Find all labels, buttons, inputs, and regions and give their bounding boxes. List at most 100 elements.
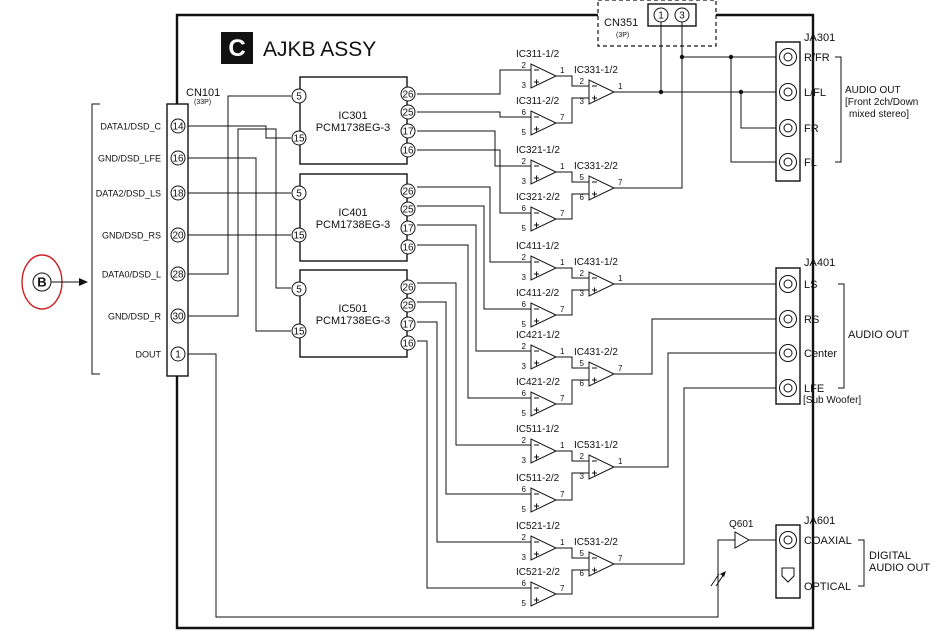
opamp-pin: 1 [618, 82, 623, 91]
dac-output-pin: 25 [402, 205, 414, 216]
opamp-pin: 3 [580, 289, 585, 298]
cn101-pin-label: DATA2/DSD_LS [96, 189, 161, 199]
opamp-pin: 6 [522, 485, 527, 494]
ja301-jack: FR [779, 119, 819, 137]
ja301-jack-label: R/FR [804, 52, 830, 64]
ja301-name: JA301 [804, 32, 835, 44]
cn101-pin-number: 14 [172, 122, 184, 133]
dac-output-pin: 25 [402, 108, 414, 119]
cn101-pin-label: GND/DSD_RS [102, 231, 161, 241]
dac-part: PCM1738EG-3 [316, 315, 391, 327]
opamp-pin: 7 [560, 584, 565, 593]
ja401-jack: RS [779, 310, 819, 328]
ja401-jack: Center [779, 344, 837, 362]
dac-output-pin: 16 [402, 243, 414, 254]
ja601-jack-coaxial: COAXIAL [804, 535, 852, 547]
q601-buffer: Q601 [729, 519, 754, 549]
opamp-pin: 5 [580, 359, 585, 368]
optical-signal-icon [710, 571, 726, 587]
opamp-label: IC421-2/2 [516, 377, 560, 388]
opamp-pin: 1 [560, 347, 565, 356]
ja301-jack: FL [779, 153, 817, 171]
assy-badge [221, 32, 253, 64]
opamp-pin: 5 [580, 549, 585, 558]
input-wiring [186, 95, 735, 618]
ja401-jack-label: RS [804, 314, 819, 326]
ja301-caption-2: [Front 2ch/Down [845, 97, 918, 108]
opamp-pin: 3 [580, 97, 585, 106]
opamp-pin: 6 [522, 204, 527, 213]
opamp-pin: 5 [522, 128, 527, 137]
cn101-pins-count: (33P) [194, 99, 211, 106]
dac-name: IC501 [338, 303, 367, 315]
opamp-pin: 3 [580, 472, 585, 481]
opamp-pin: 2 [522, 342, 527, 351]
dac-output-pin: 17 [402, 320, 414, 331]
ja401-name: JA401 [804, 257, 835, 269]
dac-part: PCM1738EG-3 [316, 122, 391, 134]
opamp-pin: 7 [618, 178, 623, 187]
dac-output-pin: 26 [402, 90, 414, 101]
assy-title-text: AJKB ASSY [263, 38, 376, 61]
cn351-pins-count: (3P) [616, 32, 629, 39]
ref-marker-letter: B [37, 275, 46, 290]
ja301-jack: L/FL [779, 83, 826, 101]
ja601-caption-1: DIGITAL [869, 550, 911, 562]
opamp-pin: 6 [580, 193, 585, 202]
cn101-name: CN101 [186, 87, 220, 99]
opamp-pin: 3 [522, 553, 527, 562]
output-wiring [614, 22, 780, 565]
ja401-jack-block: JA401 AUDIO OUT [Sub Woofer] [775, 257, 909, 406]
ja301-jack-label: FR [804, 123, 819, 135]
ja401-jack-label: Center [804, 348, 837, 360]
opamp-pin: 5 [580, 173, 585, 182]
opamp-pin: 5 [522, 224, 527, 233]
ja301-caption-1: AUDIO OUT [845, 85, 901, 96]
opamp-pin: 3 [522, 362, 527, 371]
ja301-jack: R/FR [779, 48, 830, 66]
opamp-label: IC421-1/2 [516, 330, 560, 341]
dac-name: IC401 [338, 207, 367, 219]
dac-output-wiring [417, 69, 531, 589]
opamp-pin: 5 [522, 599, 527, 608]
opamp-pin: 3 [522, 81, 527, 90]
ja401-caption: AUDIO OUT [848, 329, 909, 341]
opamp-pin: 1 [560, 258, 565, 267]
ja601-name: JA601 [804, 515, 835, 527]
dac-output-pin: 26 [402, 187, 414, 198]
assy-badge-letter: C [228, 35, 245, 62]
opamp-pin: 1 [560, 66, 565, 75]
cn101-pin-label: DATA0/DSD_L [102, 270, 161, 280]
opamp-pin: 5 [522, 409, 527, 418]
cn101-pin-number: 16 [172, 154, 184, 165]
dac-output-pin: 25 [402, 301, 414, 312]
opamp-pin: 6 [580, 569, 585, 578]
opamp-label: IC321-2/2 [516, 192, 560, 203]
dac-input-pin: 5 [296, 285, 302, 296]
opamp-pin: 7 [618, 554, 623, 563]
ja301-jack-label: L/FL [804, 87, 826, 99]
dac-output-pin: 17 [402, 127, 414, 138]
opamp-pin: 6 [522, 108, 527, 117]
opamp-pin: 2 [522, 436, 527, 445]
opamp-pin: 7 [560, 394, 565, 403]
dac-input-pin: 5 [296, 92, 302, 103]
opamp-pin: 7 [560, 209, 565, 218]
ja301-jack-block: JA301 AUDIO OUT [Front 2ch/Down mixed st… [775, 32, 918, 182]
ja401-jack: LS [779, 275, 817, 293]
opamp-label: IC311-1/2 [516, 49, 560, 60]
opamp-pin: 2 [522, 533, 527, 542]
opamp-pin: 2 [522, 61, 527, 70]
